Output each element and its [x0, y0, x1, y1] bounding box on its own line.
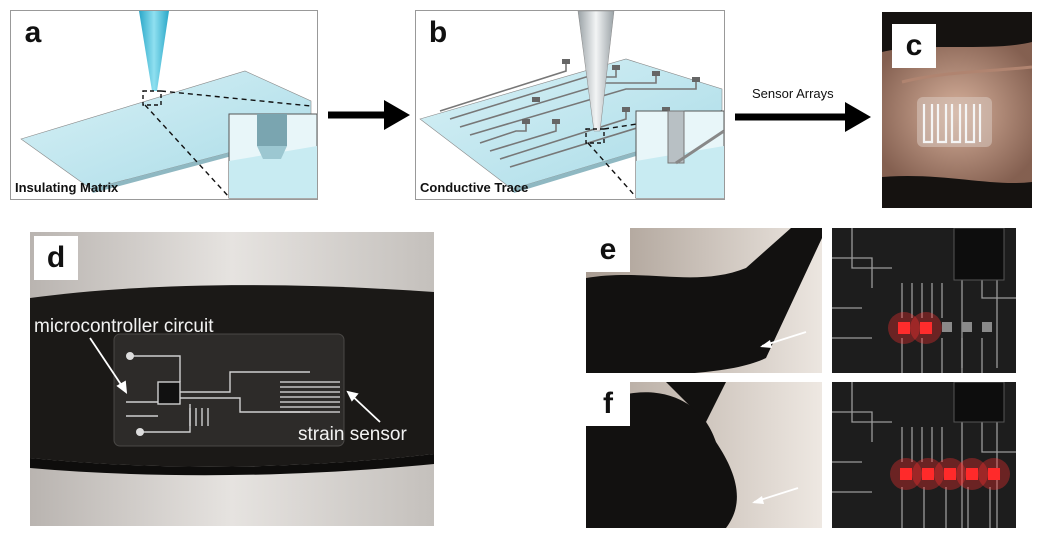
sensor-loops — [922, 104, 982, 144]
finger-sensor-photo — [882, 12, 1032, 208]
panel-b-letter: b — [416, 11, 460, 55]
arrow-b-to-c — [735, 102, 871, 132]
panel-d: d microcontroller circuit strain sensor — [30, 232, 434, 526]
strain-sensor-label: strain sensor — [298, 424, 407, 445]
panel-d-letter: d — [34, 236, 78, 280]
panel-b-caption: Conductive Trace — [420, 180, 529, 195]
panel-b: b — [415, 10, 725, 200]
led-board-two-lit — [832, 228, 1016, 373]
circuit-traces — [126, 355, 310, 433]
microcontroller-circuit-label: microcontroller circuit — [34, 316, 214, 337]
panel-e-letter: e — [586, 228, 630, 272]
panel-f-leds — [832, 382, 1016, 528]
panel-f-letter: f — [586, 382, 630, 426]
panel-c: c — [882, 12, 1032, 208]
panel-f-arm: f — [586, 382, 822, 528]
led-board-all-lit — [832, 382, 1016, 528]
panel-e-arm: e — [586, 228, 822, 373]
sensor-arrays-label: Sensor Arrays — [752, 86, 834, 101]
panel-a-caption: Insulating Matrix — [15, 180, 119, 195]
panel-e-leds — [832, 228, 1016, 373]
conductive-trace-illustration — [419, 11, 724, 199]
strain-sensor-lines — [280, 381, 340, 413]
arm-sensor-photo — [30, 232, 434, 526]
arrow-a-to-b — [328, 100, 410, 130]
panel-c-letter: c — [892, 24, 936, 68]
arm-straight-photo — [586, 382, 822, 528]
panel-a-letter: a — [11, 11, 55, 55]
panel-a: a Insulating Matrix — [10, 10, 318, 200]
insulating-matrix-illustration — [20, 11, 317, 199]
